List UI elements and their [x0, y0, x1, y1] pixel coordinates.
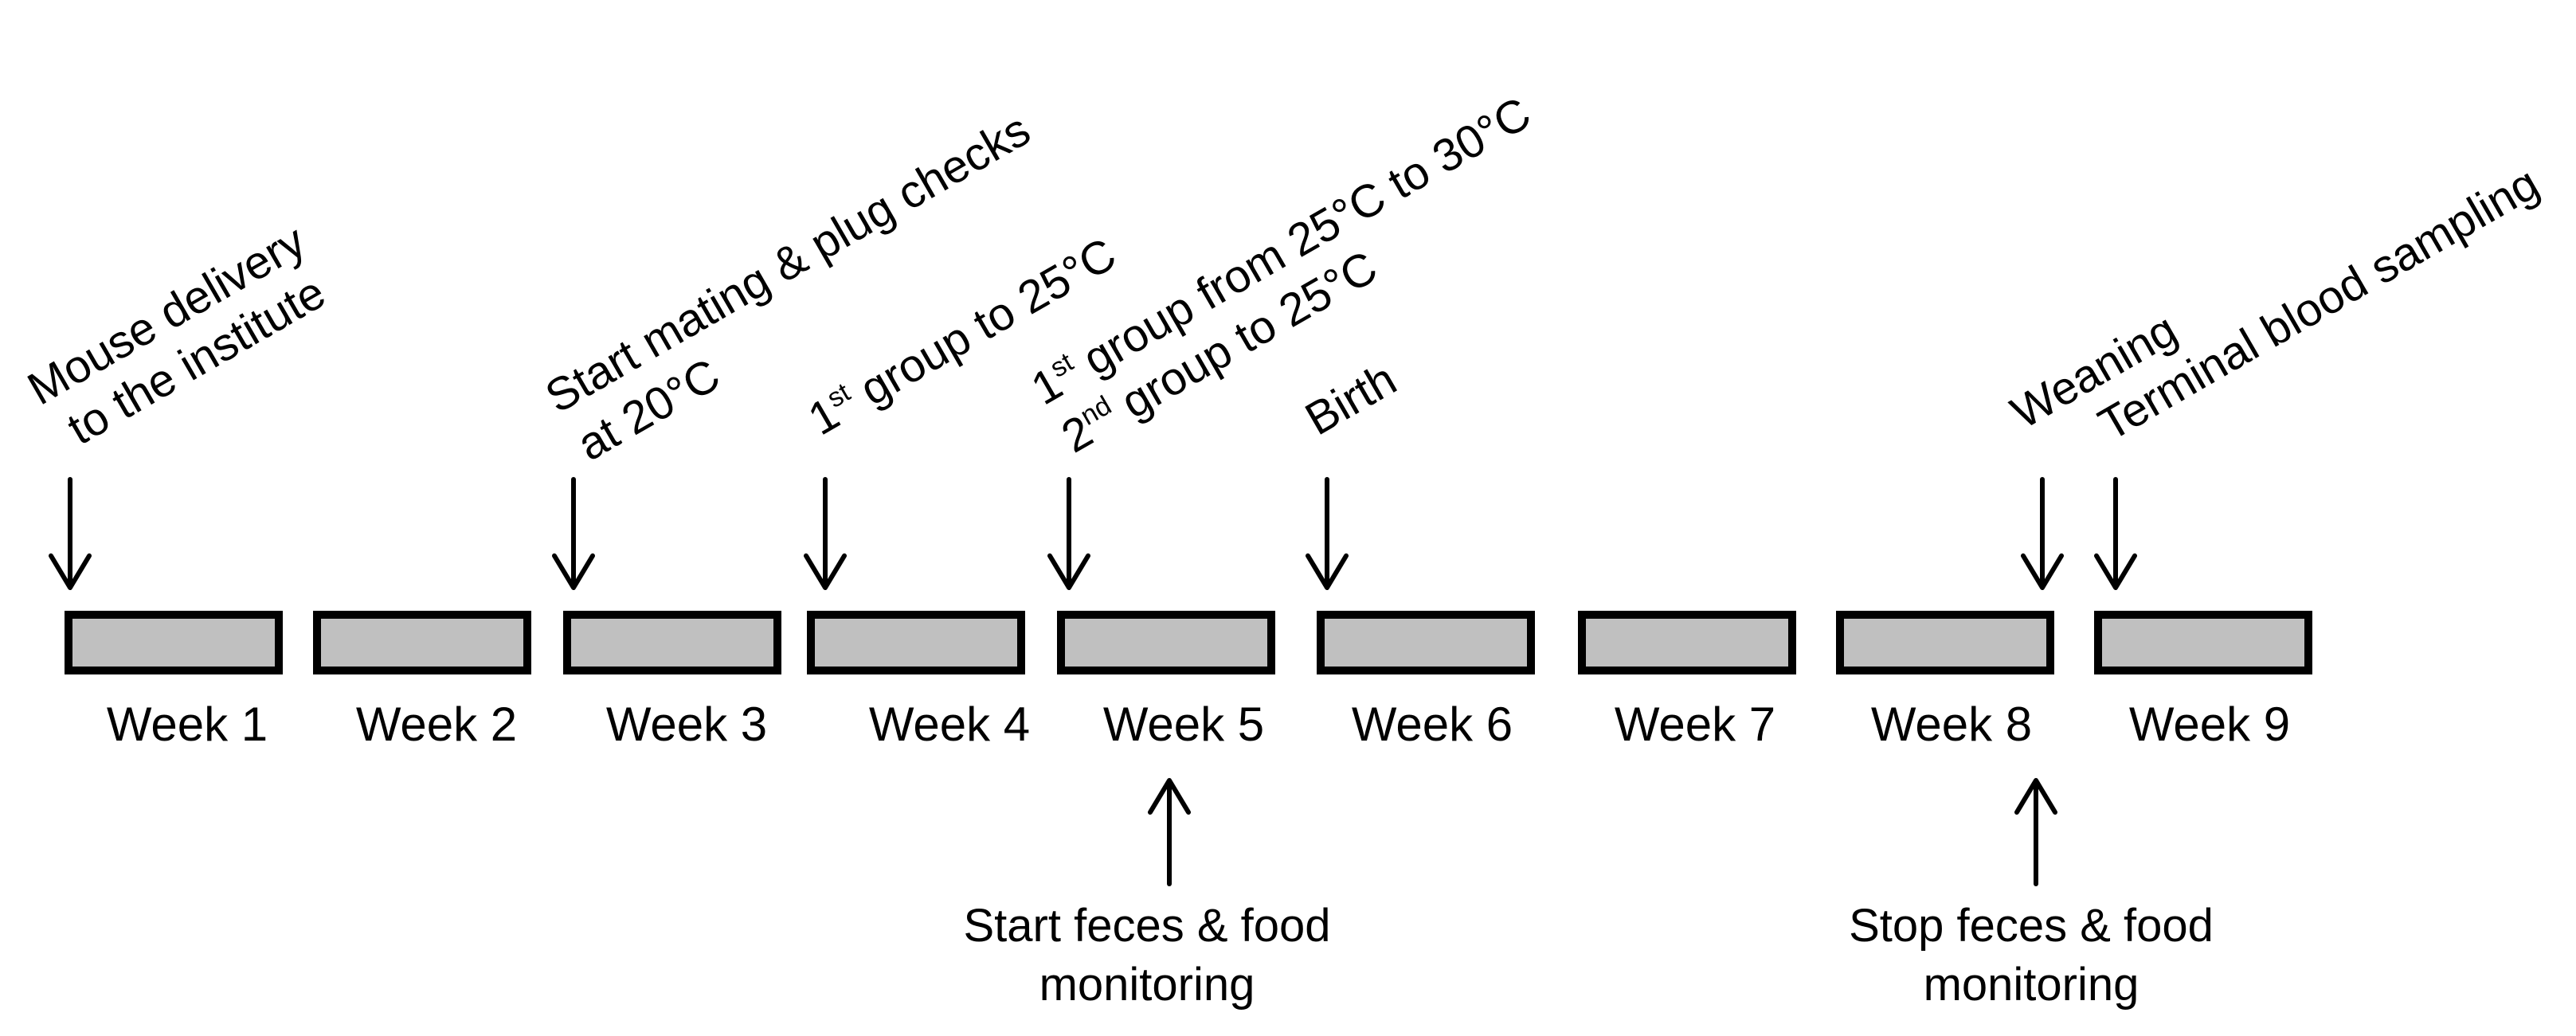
event-stop-monitoring-line1: Stop feces & food	[1849, 900, 2214, 952]
event-mating-line1: Start mating & plug checks	[537, 104, 1039, 423]
week-label-4: Week 4	[869, 698, 1030, 751]
week-label-8: Week 8	[1871, 698, 2032, 751]
week-box-3	[563, 611, 781, 674]
up-arrows	[1148, 778, 2057, 886]
event-birth: Birth	[1297, 353, 1405, 445]
week-boxes	[65, 611, 2312, 674]
event-start-monitoring-line2: monitoring	[1039, 959, 1255, 1011]
week-box-6	[1317, 611, 1535, 674]
arrow-down-mating	[552, 477, 595, 590]
top-event-labels: Mouse delivery to the institute Start ma…	[19, 87, 2547, 471]
arrow-down-group-switch	[1047, 477, 1090, 590]
week-box-4	[807, 611, 1025, 674]
event-stop-monitoring-line2: monitoring	[1924, 959, 2139, 1011]
week-label-9: Week 9	[2129, 698, 2290, 751]
week-label-6: Week 6	[1352, 698, 1513, 751]
arrow-up-stop-monitoring	[2014, 778, 2057, 886]
event-group-switch-line1-text: group from 25°C to 30°C	[1063, 87, 1540, 392]
week-label-2: Week 2	[356, 698, 517, 751]
week-box-2	[313, 611, 531, 674]
week-box-5	[1057, 611, 1275, 674]
event-start-monitoring-line1: Start feces & food	[963, 900, 1330, 952]
event-group1-text: group to 25°C	[840, 228, 1125, 422]
week-label-3: Week 3	[606, 698, 767, 751]
week-labels: Week 1 Week 2 Week 3 Week 4 Week 5 Week …	[107, 698, 2290, 751]
arrow-down-weaning	[2021, 477, 2064, 590]
week-label-7: Week 7	[1615, 698, 1775, 751]
week-label-5: Week 5	[1103, 698, 1264, 751]
arrow-down-group1	[804, 477, 847, 590]
arrow-down-birth	[1306, 477, 1349, 590]
week-box-7	[1578, 611, 1796, 674]
arrow-down-terminal	[2094, 477, 2137, 590]
week-box-9	[2094, 611, 2312, 674]
down-arrows	[49, 477, 2137, 590]
week-box-8	[1836, 611, 2054, 674]
arrow-up-start-monitoring	[1148, 778, 1191, 886]
arrow-down-delivery	[49, 477, 92, 590]
week-box-1	[65, 611, 283, 674]
bottom-event-labels: Start feces & food monitoring Stop feces…	[963, 900, 2213, 1011]
week-label-1: Week 1	[107, 698, 268, 751]
